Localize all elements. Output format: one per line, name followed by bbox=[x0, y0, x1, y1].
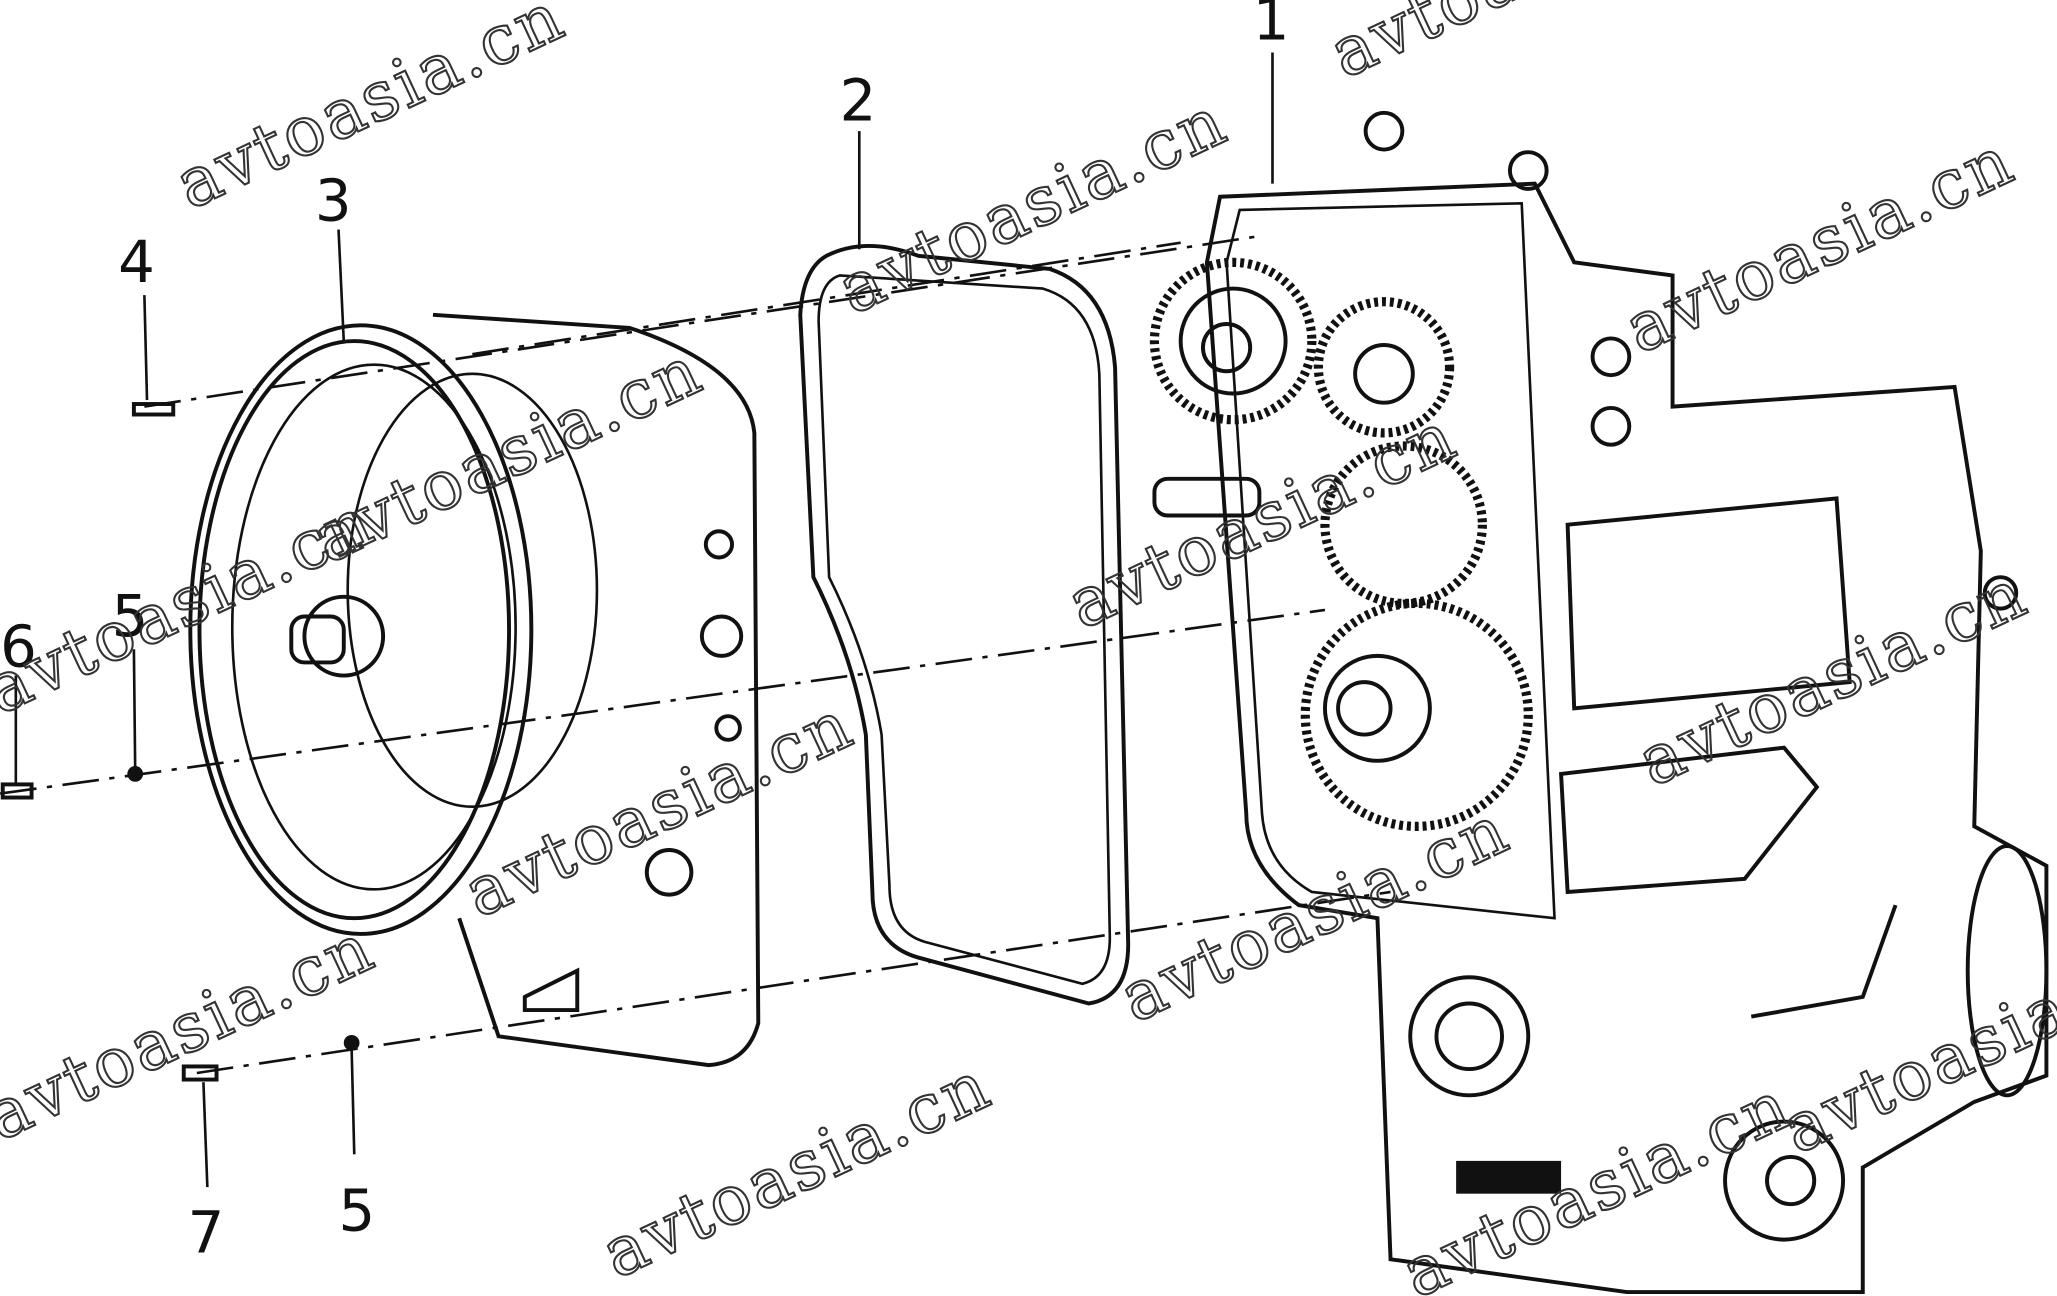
callout-4: 4 bbox=[118, 228, 155, 296]
center-lines bbox=[0, 234, 1391, 1075]
watermark: avtoasia.cn bbox=[1318, 0, 1731, 94]
watermark: avtoasia.cn bbox=[1614, 121, 2027, 369]
gasket-part-2 bbox=[798, 243, 1131, 1006]
gearbox-part-1 bbox=[1149, 110, 2049, 1295]
watermark: avtoasia.cn bbox=[1391, 1066, 1804, 1296]
callout-1: 1 bbox=[1253, 0, 1290, 53]
callout-6: 6 bbox=[0, 612, 37, 680]
callout-2: 2 bbox=[840, 67, 877, 135]
callout-5-upper: 5 bbox=[112, 582, 149, 650]
fasteners bbox=[0, 52, 1274, 1188]
callout-5-lower: 5 bbox=[339, 1176, 376, 1244]
watermark: avtoasia.cn bbox=[1771, 921, 2057, 1169]
bell-housing-part-3 bbox=[188, 312, 761, 1068]
callout-3: 3 bbox=[315, 166, 352, 234]
callout-7: 7 bbox=[188, 1199, 225, 1267]
watermark: avtoasia.cn bbox=[0, 908, 387, 1156]
watermark: avtoasia.cn bbox=[827, 82, 1240, 330]
watermark: avtoasia.cn bbox=[1109, 790, 1522, 1038]
watermark: avtoasia.cn bbox=[164, 0, 577, 225]
callouts: 1 2 3 4 5 6 5 7 bbox=[0, 0, 1289, 1267]
watermark: avtoasia.cn bbox=[590, 1046, 1003, 1294]
